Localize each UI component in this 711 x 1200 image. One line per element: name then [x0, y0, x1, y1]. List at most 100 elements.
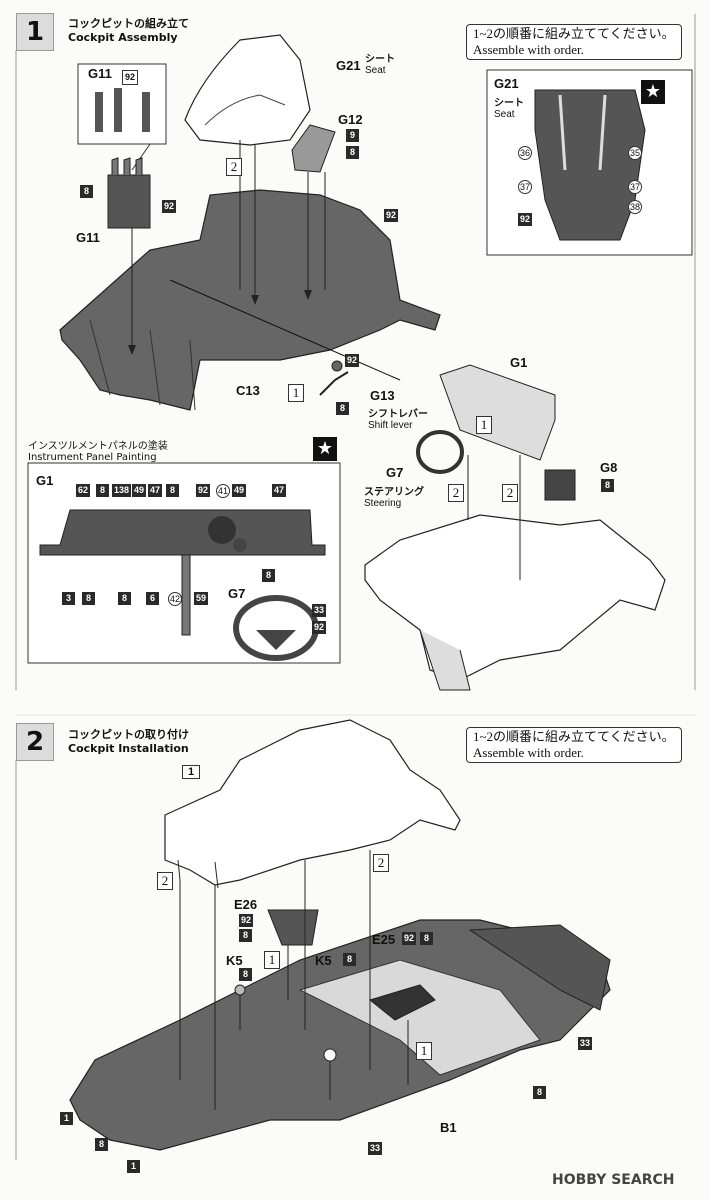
color-badge: 8: [346, 146, 359, 159]
inset-jp: シート: [494, 98, 524, 109]
color-badge: 92: [345, 354, 360, 367]
color-badge: 92: [122, 70, 139, 85]
part-label-g21: G21: [336, 58, 361, 73]
color-badge: 8: [239, 968, 252, 981]
color-badge: 1: [60, 1112, 73, 1125]
sequence-marker: 2: [502, 484, 518, 502]
color-circle: 37: [628, 180, 642, 194]
step-1-title: コックピットの組み立て Cockpit Assembly: [68, 15, 189, 44]
color-badge: 49: [132, 484, 147, 497]
color-badge: 8: [343, 953, 356, 966]
sequence-marker: 1: [264, 951, 280, 969]
color-badge: 8: [420, 932, 433, 945]
color-badge: 3: [62, 592, 75, 605]
color-badge: 8: [239, 929, 252, 942]
step-2-number: 2: [16, 723, 54, 761]
color-badge: 49: [232, 484, 247, 497]
color-badge: 92: [312, 621, 327, 634]
color-badge: 92: [518, 213, 533, 226]
paint-title-jp: インスツルメントパネルの塗装: [28, 441, 168, 452]
sequence-marker: 1: [416, 1042, 432, 1060]
paint-title: インスツルメントパネルの塗装 Instrument Panel Painting: [28, 437, 168, 463]
color-circle: 37: [518, 180, 532, 194]
color-badge: 8: [80, 185, 93, 198]
step-1-title-en: Cockpit Assembly: [68, 31, 178, 44]
paint-title-en: Instrument Panel Painting: [28, 452, 157, 463]
sequence-marker: 2: [373, 854, 389, 872]
order-note-jp: 1~2の順番に組み立ててください。: [473, 729, 675, 744]
g13-jp: シフトレバー: [368, 409, 428, 420]
color-circle: 41: [216, 484, 230, 498]
sequence-marker: 2: [226, 158, 242, 176]
color-badge: 47: [148, 484, 163, 497]
color-badge: 8: [95, 1138, 108, 1151]
color-badge: 9: [346, 129, 359, 142]
color-badge: 92: [196, 484, 211, 497]
color-badge: 8: [82, 592, 95, 605]
color-badge: 138: [112, 484, 132, 497]
order-note-en: Assemble with order.: [473, 745, 584, 760]
step-1-order-note: 1~2の順番に組み立ててください。 Assemble with order.: [466, 24, 682, 60]
color-badge: 8: [533, 1086, 546, 1099]
star-icon: ★: [313, 437, 337, 461]
g7-en: Steering: [364, 498, 402, 509]
sequence-marker: 1: [288, 384, 304, 402]
color-badge: 8: [336, 402, 349, 415]
color-badge: 8: [166, 484, 179, 497]
part-label-e25: E25: [372, 932, 396, 947]
color-badge: 8: [601, 479, 614, 492]
color-circle: 35: [628, 146, 642, 160]
part-label-g7: G7: [386, 465, 404, 480]
ref-step-box: 1: [182, 765, 201, 779]
color-badge: 33: [312, 604, 327, 617]
step-2-title-en: Cockpit Installation: [68, 742, 189, 755]
color-badge: 8: [118, 592, 131, 605]
step-1-title-jp: コックピットの組み立て: [68, 17, 189, 30]
part-label-g11: G11: [76, 230, 100, 245]
part-label-g1: G1: [510, 355, 528, 370]
color-badge: 59: [194, 592, 209, 605]
color-badge: 47: [272, 484, 287, 497]
color-badge: 92: [384, 209, 399, 222]
order-note-jp: 1~2の順番に組み立ててください。: [473, 26, 675, 41]
inset-en: Seat: [494, 109, 515, 120]
color-badge: 8: [262, 569, 275, 582]
g13-en: Shift lever: [368, 420, 413, 431]
g21-jp: シート: [365, 54, 395, 65]
watermark-logo: HOBBY SEARCH: [552, 1172, 675, 1188]
color-circle: 38: [628, 200, 642, 214]
paint-label-g1: G1: [36, 473, 54, 488]
part-label-g8: G8: [600, 460, 618, 475]
part-label-g13: G13: [370, 388, 395, 403]
part-label-k5: K5: [226, 953, 243, 968]
color-badge: 92: [402, 932, 417, 945]
color-badge: 1: [127, 1160, 140, 1173]
g21-code: G21: [336, 58, 361, 73]
color-badge: 92: [239, 914, 254, 927]
step-2-title: コックピットの取り付け Cockpit Installation: [68, 726, 189, 755]
part-label-g11-inset: G11: [88, 66, 112, 81]
color-badge: 92: [162, 200, 177, 213]
color-badge: 33: [368, 1142, 383, 1155]
sequence-marker: 1: [476, 416, 492, 434]
g7-jp: ステアリング: [364, 487, 424, 498]
color-badge: 33: [578, 1037, 593, 1050]
color-circle: 42: [168, 592, 182, 606]
color-badge: 8: [96, 484, 109, 497]
sequence-marker: 2: [448, 484, 464, 502]
color-badge: 6: [146, 592, 159, 605]
step-2-title-jp: コックピットの取り付け: [68, 728, 189, 741]
inset-part-label: G21: [494, 76, 519, 91]
g21-en: Seat: [365, 65, 386, 76]
step-1-number: 1: [16, 13, 54, 51]
step-2-order-note: 1~2の順番に組み立ててください。 Assemble with order.: [466, 727, 682, 763]
paint-label-g7: G7: [228, 586, 246, 601]
part-label-e26: E26: [234, 897, 258, 912]
order-note-en: Assemble with order.: [473, 42, 584, 57]
part-label-g12: G12: [338, 112, 363, 127]
